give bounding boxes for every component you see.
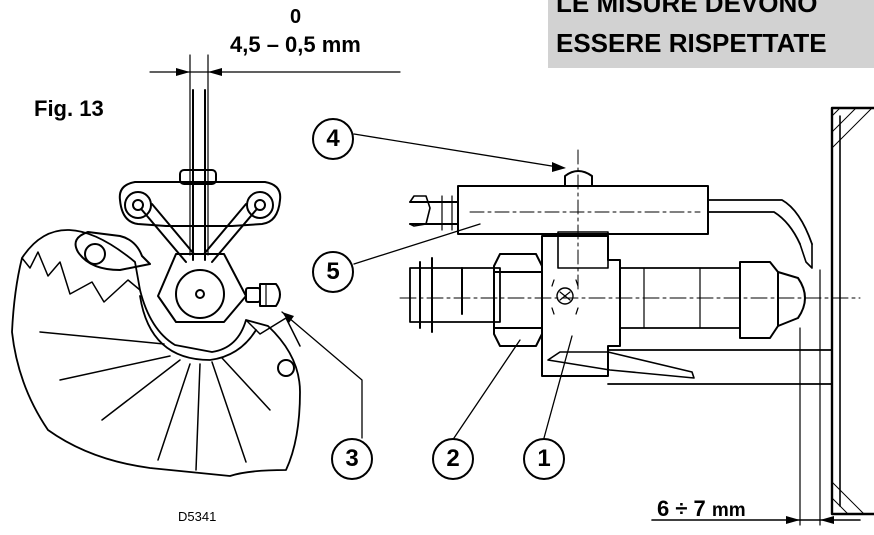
gap-unit: mm xyxy=(711,500,746,521)
warning-line-2: ESSERE RISPETTATE xyxy=(556,28,827,58)
figure-label: Fig. 13 xyxy=(34,96,104,121)
leader-2 xyxy=(453,339,521,439)
callout-2: 2 xyxy=(432,438,474,480)
leader-4 xyxy=(353,133,566,172)
callout-1: 1 xyxy=(523,438,565,480)
electrode-front-view xyxy=(11,54,401,477)
tolerance-nominal: 4,5 – 0,5 mm xyxy=(230,32,361,57)
drawing-code: D5341 xyxy=(178,509,217,524)
warning-line-1: LE MISURE DEVONO xyxy=(556,0,818,18)
leader-1 xyxy=(543,335,573,439)
nozzle-side-view xyxy=(399,106,874,526)
callout-5: 5 xyxy=(312,251,354,293)
callout-3: 3 xyxy=(331,438,373,480)
warning-banner xyxy=(548,0,874,68)
gap-dimension: 6 ÷ 7 mm xyxy=(657,496,746,522)
gap-value: 6 ÷ 7 xyxy=(657,496,706,521)
tolerance-upper: 0 xyxy=(290,6,302,28)
callout-4: 4 xyxy=(312,118,354,160)
leader-5 xyxy=(353,223,481,265)
leader-3 xyxy=(281,311,363,439)
